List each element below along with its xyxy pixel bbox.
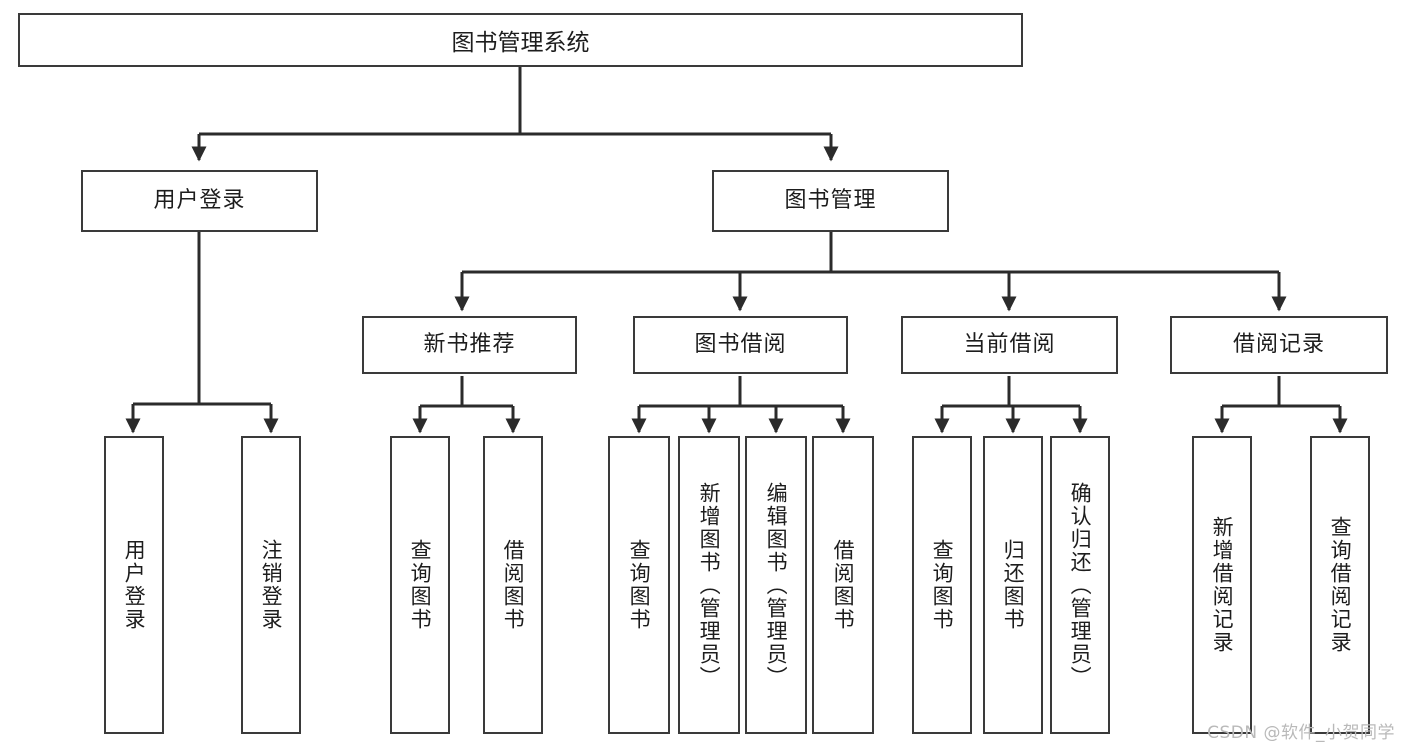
leaf-label: 查询图书 — [930, 539, 955, 631]
leaf-borrow-edit-book-admin[interactable]: 编辑图书（管理员） — [745, 436, 807, 734]
leaf-current-return-book[interactable]: 归还图书 — [983, 436, 1043, 734]
node-label: 图书管理 — [784, 187, 877, 213]
leaf-label: 借阅图书 — [501, 539, 526, 631]
node-new-book-recommend[interactable]: 新书推荐 — [362, 316, 577, 374]
leaf-label: 确认归还（管理员） — [1068, 481, 1093, 689]
leaf-record-query-borrow-record[interactable]: 查询借阅记录 — [1310, 436, 1370, 734]
leaf-borrow-add-book-admin[interactable]: 新增图书（管理员） — [678, 436, 740, 734]
node-root-book-management-system[interactable]: 图书管理系统 — [18, 13, 1023, 67]
leaf-label: 新增图书（管理员） — [697, 481, 722, 689]
node-label: 新书推荐 — [423, 331, 516, 357]
node-user-login[interactable]: 用户登录 — [81, 170, 318, 232]
leaf-label: 编辑图书（管理员） — [764, 481, 789, 689]
node-book-management[interactable]: 图书管理 — [712, 170, 949, 232]
leaf-record-add-borrow-record[interactable]: 新增借阅记录 — [1192, 436, 1252, 734]
leaf-recommend-borrow-book[interactable]: 借阅图书 — [483, 436, 543, 734]
leaf-label: 归还图书 — [1001, 539, 1026, 631]
leaf-borrow-query-book[interactable]: 查询图书 — [608, 436, 670, 734]
node-label: 借阅记录 — [1232, 331, 1325, 357]
leaf-recommend-query-book[interactable]: 查询图书 — [390, 436, 450, 734]
leaf-borrow-borrow-book[interactable]: 借阅图书 — [812, 436, 874, 734]
leaf-label: 借阅图书 — [831, 539, 856, 631]
leaf-label: 用户登录 — [122, 539, 147, 631]
node-current-borrow[interactable]: 当前借阅 — [901, 316, 1118, 374]
csdn-watermark: CSDN @软件_小贺同学 — [1207, 723, 1395, 743]
leaf-label: 新增借阅记录 — [1210, 516, 1235, 654]
leaf-label: 查询借阅记录 — [1328, 516, 1353, 654]
node-label: 用户登录 — [153, 187, 246, 213]
node-label: 图书借阅 — [694, 331, 787, 357]
leaf-current-query-book[interactable]: 查询图书 — [912, 436, 972, 734]
leaf-label: 查询图书 — [408, 539, 433, 631]
leaf-current-confirm-return-admin[interactable]: 确认归还（管理员） — [1050, 436, 1110, 734]
node-book-borrow[interactable]: 图书借阅 — [633, 316, 848, 374]
node-label: 当前借阅 — [963, 331, 1056, 357]
leaf-label: 注销登录 — [259, 539, 284, 631]
leaf-label: 查询图书 — [627, 539, 652, 631]
leaf-user-login-login[interactable]: 用户登录 — [104, 436, 164, 734]
node-label: 图书管理系统 — [451, 30, 590, 56]
node-borrow-record[interactable]: 借阅记录 — [1170, 316, 1388, 374]
leaf-user-login-logout[interactable]: 注销登录 — [241, 436, 301, 734]
